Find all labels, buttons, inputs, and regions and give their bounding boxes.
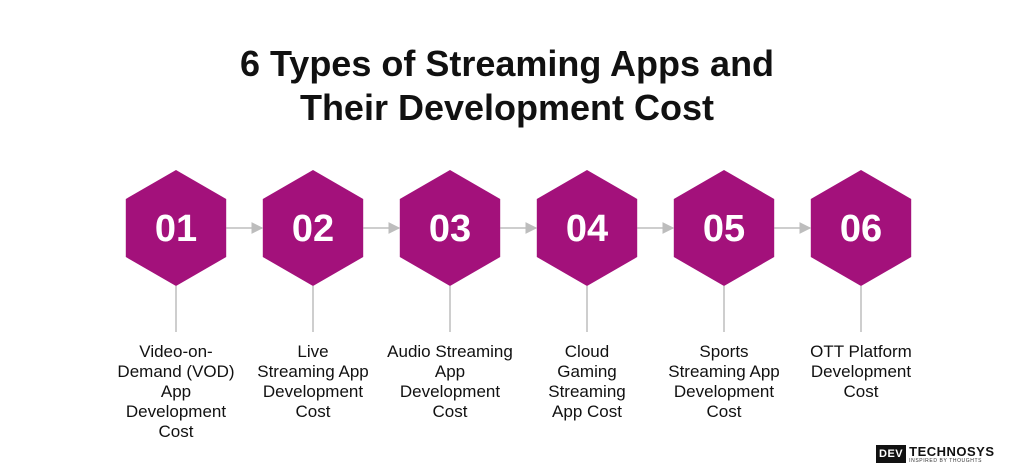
step-label-line: Demand (VOD) [117,362,235,381]
step-label-line: Cost [295,402,331,421]
step-label-line: App [160,382,192,401]
step-hexagon [399,170,501,286]
step-number: 06 [840,208,882,250]
step-label-line: Development [125,402,227,421]
step-label-line: Streaming [548,382,626,401]
step-label-line: Gaming [557,362,617,381]
step-label-line: Development [399,382,501,401]
page-title: 6 Types of Streaming Apps and Their Deve… [0,42,1014,130]
step-label-line: Video-on- [139,342,213,361]
step-label-line: Development [262,382,364,401]
step-label-line: App [434,362,466,381]
step-hexagon [125,170,227,286]
logo-name: TECHNOSYS [909,443,995,459]
step-label-line: Streaming App [257,362,369,381]
step-number: 02 [292,208,334,250]
step-label-line: OTT Platform [810,342,912,361]
step-label-line: Cost [432,402,468,421]
title-line-1: 6 Types of Streaming Apps and [239,43,775,84]
title-line-2: Their Development Cost [299,87,715,128]
step-label-line: Cost [843,382,879,401]
logo-tagline: INSPIRED BY THOUGHTS [909,457,983,464]
brand-logo: DEV TECHNOSYS INSPIRED BY THOUGHTS [876,444,995,464]
step-hexagon [536,170,638,286]
step-hexagon [810,170,912,286]
step-label-line: Development [673,382,775,401]
step-label-line: Streaming App [668,362,780,381]
step-label-line: Live [297,342,329,361]
logo-mark: DEV [876,445,907,463]
step-label-line: Cost [706,402,742,421]
step-number: 01 [155,208,197,250]
step-number: 05 [703,208,745,250]
step-label-line: Cloud [564,342,610,361]
step-label-line: Cost [158,422,194,441]
step-label-line: Sports [699,342,749,361]
step-number: 03 [429,208,471,250]
step-hexagon [262,170,364,286]
step-label-line: App Cost [552,402,622,421]
step-label-line: Development [810,362,912,381]
step-hexagon [673,170,775,286]
step-number: 04 [566,208,608,250]
step-label-line: Audio Streaming [387,342,513,361]
